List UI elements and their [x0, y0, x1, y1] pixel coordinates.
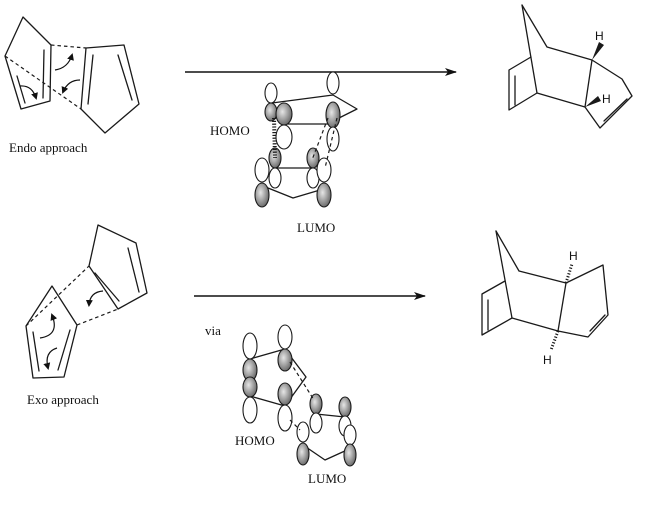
endo-diene-double-bond-2: [16, 75, 26, 104]
exo-forming-bond-2: [76, 308, 119, 326]
exo-product-h-top: H: [569, 249, 578, 263]
exo-curly-arrow-2: [43, 347, 58, 370]
exo-orbital-diagram: [242, 324, 357, 467]
endo-dienophile-ring: [80, 44, 140, 134]
exo-homo-p2-top-lobe: [242, 376, 258, 398]
endo-homo-p4-bottom-lobe: [326, 126, 340, 152]
endo-product-wedge-top: [592, 42, 604, 60]
exo-homo-p1-top-lobe: [242, 332, 258, 360]
endo-lumo-label: LUMO: [297, 220, 335, 235]
exo-homo-p3-bottom-lobe: [277, 348, 293, 372]
endo-lumo-p4-top-lobe: [316, 157, 332, 183]
endo-homo-label: HOMO: [210, 123, 250, 138]
endo-product: [508, 4, 633, 129]
exo-lumo-label: LUMO: [308, 471, 346, 486]
endo-product-wedge-bottom: [585, 96, 601, 107]
endo-lumo-frame-bottom: [267, 187, 321, 199]
exo-product-cyclohexene: [557, 264, 609, 338]
exo-curly-arrow-3: [85, 290, 104, 307]
exo-orbital-forming-bond-1: [289, 361, 315, 401]
endo-homo-p2-bottom-lobe: [275, 124, 293, 150]
exo-lumo-p2-bottom-lobe: [296, 442, 310, 466]
endo-homo-p3-top-lobe: [326, 71, 340, 95]
exo-product: [481, 230, 609, 351]
endo-product-norbornene: [508, 56, 586, 111]
endo-forming-bond-2: [4, 55, 82, 110]
endo-orbital-forming-bond-1: [311, 117, 329, 161]
endo-curly-arrow-3: [19, 85, 38, 100]
exo-lumo-frame-top: [315, 413, 346, 418]
exo-homo-frame: [249, 348, 307, 407]
exo-homo-p4-top-lobe: [277, 382, 293, 406]
exo-dienophile-ring: [88, 224, 148, 310]
exo-product-bridge-right: [495, 230, 567, 284]
exo-product-norbornene: [481, 280, 559, 336]
exo-curly-arrow-1: [39, 313, 58, 339]
endo-reactants: [4, 16, 140, 134]
endo-product-double-bond-2: [603, 98, 628, 122]
exo-diene-double-bond-2: [57, 329, 71, 371]
endo-lumo-p2-top-lobe: [254, 157, 270, 183]
exo-product-double-bond-2: [589, 314, 606, 332]
exo-lumo-p2-top-lobe: [296, 421, 310, 443]
exo-diene-ring: [25, 285, 78, 379]
exo-product-hash-wedge-bottom: [549, 330, 560, 351]
exo-homo-label: HOMO: [235, 433, 275, 448]
endo-lumo-p1-bottom-lobe: [268, 167, 282, 189]
exo-diene-double-bond-1: [32, 331, 40, 372]
endo-lumo-p2-bottom-lobe: [254, 182, 270, 208]
endo-curly-arrow-2: [61, 79, 81, 94]
exo-homo-p2-bottom-lobe: [242, 396, 258, 424]
endo-homo-p1-top-lobe: [264, 82, 278, 104]
endo-homo-p3-bottom-lobe: [325, 101, 341, 129]
exo-dienophile-double-bond-1: [94, 272, 120, 302]
endo-lumo-p4-bottom-lobe: [316, 182, 332, 208]
endo-orbital-diagram: [254, 71, 358, 208]
exo-lumo-frame-bottom: [302, 444, 348, 461]
endo-curly-arrow-1: [54, 53, 74, 71]
exo-lumo-p1-bottom-lobe: [309, 412, 323, 434]
endo-product-bridge-left: [521, 4, 538, 94]
exo-homo-p3-top-lobe: [277, 324, 293, 350]
exo-forming-bond-1: [25, 265, 90, 327]
exo-lumo-p4-top-lobe: [343, 424, 357, 446]
exo-approach-label: Exo approach: [27, 392, 99, 407]
endo-diene-ring: [4, 16, 52, 110]
exo-orbital-forming-bond-2: [289, 419, 301, 431]
exo-product-hash-wedge-top: [564, 263, 574, 284]
endo-product-h-top: H: [595, 29, 604, 43]
exo-product-h-bottom: H: [543, 353, 552, 367]
endo-dienophile-double-bond-2: [117, 54, 133, 101]
exo-homo-p4-bottom-lobe: [277, 404, 293, 432]
endo-homo-p2-top-lobe: [275, 102, 293, 126]
exo-lumo-p3-top-lobe: [338, 396, 352, 418]
endo-secondary-overlap: [272, 117, 277, 159]
exo-lumo-p4-bottom-lobe: [343, 443, 357, 467]
exo-dienophile-double-bond-2: [127, 247, 140, 293]
endo-approach-label: Endo approach: [9, 140, 88, 155]
endo-homo-frame-top: [271, 94, 358, 122]
endo-product-bridge-right: [521, 4, 593, 61]
endo-dienophile-double-bond-1: [87, 54, 94, 105]
endo-orbital-forming-bond-2: [324, 117, 338, 169]
exo-reactants: [25, 224, 148, 379]
exo-product-bridge-left: [495, 230, 513, 319]
endo-product-cyclopentene: [584, 59, 633, 129]
endo-diene-double-bond-1: [42, 49, 45, 99]
endo-forming-bond-1: [50, 44, 87, 49]
endo-product-h-bottom: H: [602, 92, 611, 106]
exo-via-label: via: [205, 323, 221, 338]
